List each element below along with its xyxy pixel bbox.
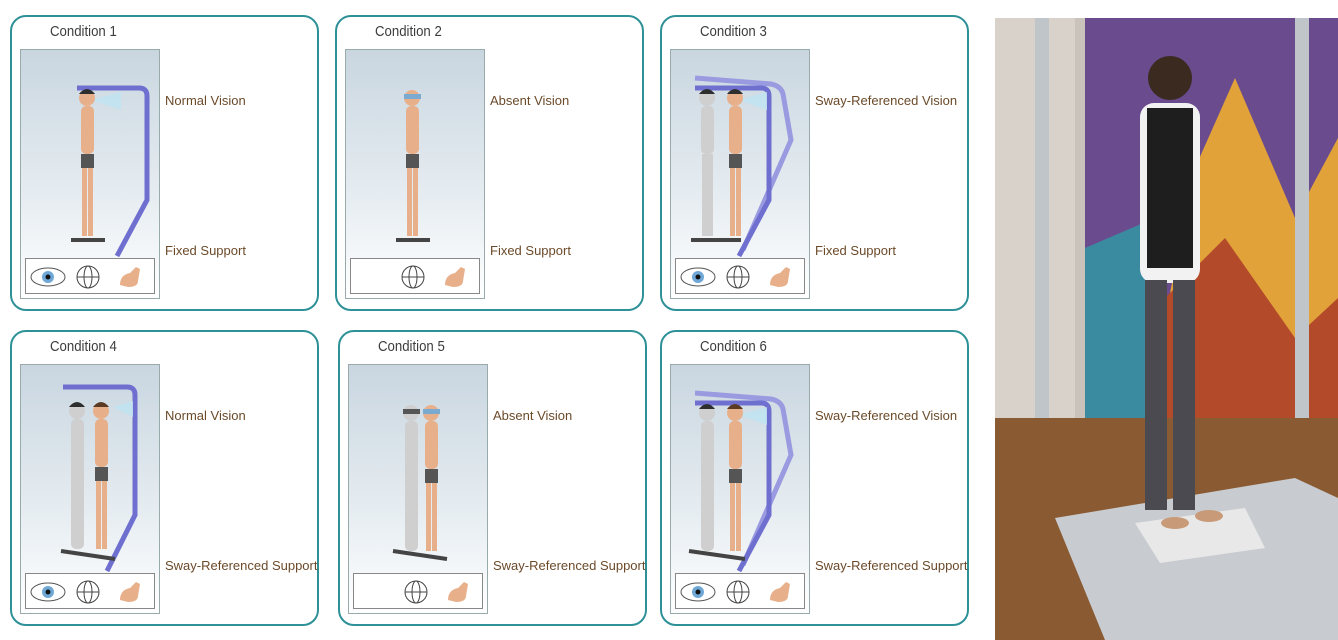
support-label: Fixed Support (815, 243, 896, 258)
vestibular-icon (72, 576, 112, 608)
support-label: Sway-Referenced Support (493, 558, 645, 573)
vision-label: Normal Vision (165, 408, 246, 423)
condition-title: Condition 6 (700, 338, 767, 355)
condition-title: Condition 1 (50, 23, 117, 40)
condition-scene (670, 364, 810, 614)
foot-icon (764, 576, 804, 608)
condition-scene (348, 364, 488, 614)
vestibular-icon (722, 261, 762, 293)
vestibular-icon (72, 261, 112, 293)
sensory-inputs (675, 573, 805, 609)
vision-label: Normal Vision (165, 93, 246, 108)
foot-icon (114, 261, 154, 293)
condition-panel-6: Condition 6 Sway-Referenced Vision Sway-… (660, 330, 969, 626)
condition-scene (345, 49, 485, 299)
condition-panel-3: Condition 3 Sway-Referenced Vision Fixed… (660, 15, 969, 311)
condition-title: Condition 5 (378, 338, 445, 355)
sensory-inputs (350, 258, 480, 294)
support-label: Fixed Support (165, 243, 246, 258)
foot-icon (764, 261, 804, 293)
vision-label: Sway-Referenced Vision (815, 93, 957, 108)
condition-scene (20, 364, 160, 614)
posturography-photo (995, 18, 1338, 640)
vestibular-icon (400, 576, 440, 608)
condition-panel-4: Condition 4 Normal Vision Sway-Reference… (10, 330, 319, 626)
condition-title: Condition 3 (700, 23, 767, 40)
sensory-inputs (25, 258, 155, 294)
photo-illustration (995, 18, 1338, 640)
vestibular-icon (397, 261, 437, 293)
support-label: Sway-Referenced Support (815, 558, 967, 573)
vestibular-icon (722, 576, 762, 608)
support-label: Fixed Support (490, 243, 571, 258)
condition-title: Condition 4 (50, 338, 117, 355)
condition-panel-1: Condition 1 Normal Vision Fixed Support (10, 15, 319, 311)
sensory-inputs (25, 573, 155, 609)
foot-icon (114, 576, 154, 608)
vision-label: Absent Vision (490, 93, 569, 108)
condition-panel-5: Condition 5 Absent Vision Sway-Reference… (338, 330, 647, 626)
condition-scene (670, 49, 810, 299)
condition-panel-2: Condition 2 Absent Vision Fixed Support (335, 15, 644, 311)
condition-scene (20, 49, 160, 299)
sensory-inputs (675, 258, 805, 294)
sensory-inputs (353, 573, 483, 609)
vision-label: Sway-Referenced Vision (815, 408, 957, 423)
foot-icon (442, 576, 482, 608)
foot-icon (439, 261, 479, 293)
vision-label: Absent Vision (493, 408, 572, 423)
condition-title: Condition 2 (375, 23, 442, 40)
support-label: Sway-Referenced Support (165, 558, 317, 573)
